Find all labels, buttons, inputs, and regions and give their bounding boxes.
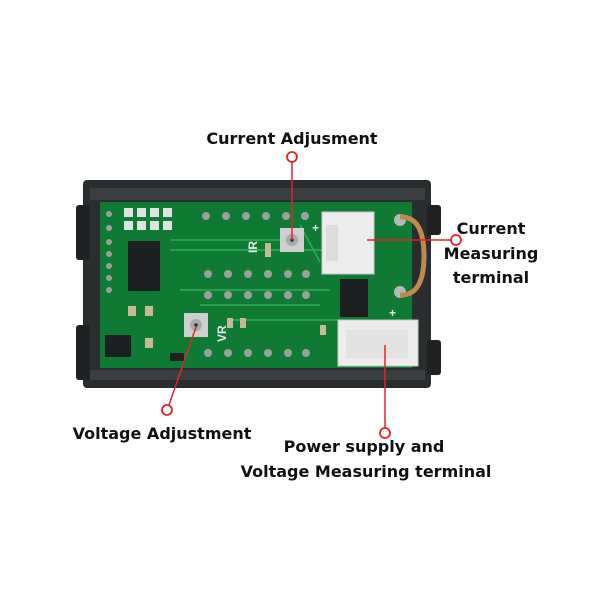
marker-dot (379, 427, 391, 439)
label-power-supply-2: Voltage Measuring terminal (241, 462, 492, 481)
power-voltage-connector[interactable] (337, 319, 419, 367)
label-voltage-adjustment: Voltage Adjustment (73, 424, 252, 443)
mosfet-chip (340, 279, 368, 317)
annotation-current-adjustment: Current Adjusment (206, 129, 378, 240)
label-current-measuring-2: Measuring (444, 244, 539, 263)
current-measuring-connector[interactable] (321, 211, 375, 275)
silkscreen-vr: VR (215, 325, 229, 342)
annotation-voltage-adjustment: Voltage Adjustment (73, 326, 252, 443)
label-current-adjustment: Current Adjusment (206, 129, 378, 148)
silkscreen-ir: IR (246, 241, 260, 253)
silkscreen-plus-top: + (312, 221, 319, 235)
marker-dot (161, 404, 173, 416)
annotation-power-supply: Power supply and Voltage Measuring termi… (241, 345, 492, 481)
shunt-wire (394, 214, 427, 298)
marker-dot (450, 234, 462, 246)
label-current-measuring-3: terminal (453, 268, 529, 287)
label-power-supply-1: Power supply and (284, 437, 445, 456)
annotation-current-measuring: Current Measuring terminal (367, 219, 538, 287)
label-current-measuring-1: Current (457, 219, 526, 238)
marker-dot (286, 151, 298, 163)
main-ic-chip (128, 241, 160, 291)
silkscreen-plus-bottom: + (389, 306, 396, 320)
voltage-trimmer-potentiometer[interactable] (184, 313, 208, 337)
pcb-board: IR VR + + (100, 202, 427, 368)
